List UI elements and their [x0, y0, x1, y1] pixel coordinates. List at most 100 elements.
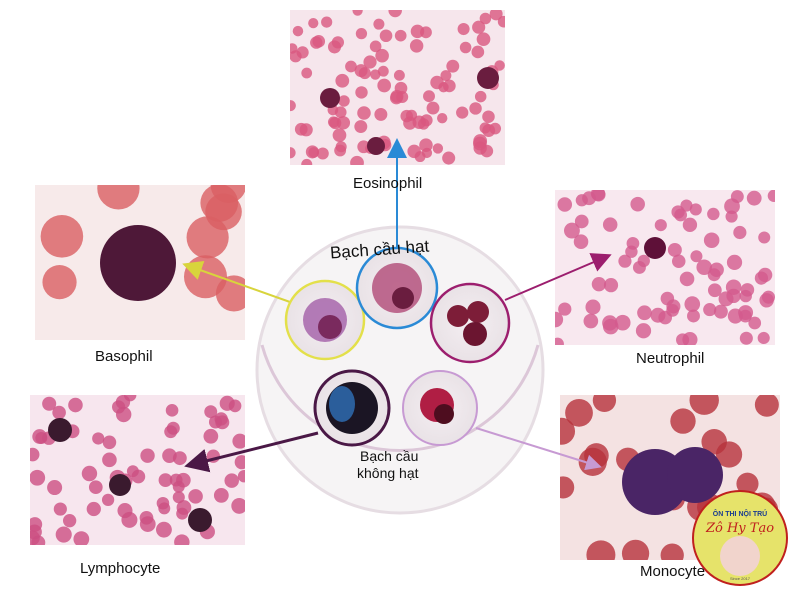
red-blood-cell	[696, 259, 712, 276]
red-blood-cell	[757, 331, 770, 345]
red-blood-cell	[726, 254, 743, 270]
agranular-arc	[260, 344, 540, 453]
red-blood-cell	[102, 435, 117, 450]
red-blood-cell	[292, 25, 304, 37]
red-blood-cell	[730, 190, 744, 204]
red-blood-cell	[689, 395, 719, 415]
red-blood-cell	[754, 395, 779, 417]
red-blood-cell	[635, 323, 652, 339]
red-blood-cell	[213, 488, 229, 503]
red-blood-cell	[736, 472, 759, 495]
svg-text:Zô Hy Tạo: Zô Hy Tạo	[705, 521, 774, 536]
red-blood-cell	[355, 28, 368, 40]
agranular-group-label-line1: Bạch cầu	[360, 448, 419, 464]
label-monocyte: Monocyte	[640, 563, 706, 580]
red-blood-cell	[442, 151, 456, 165]
red-blood-cell	[703, 232, 720, 249]
red-blood-cell	[713, 304, 728, 319]
red-blood-cell	[715, 441, 743, 468]
red-blood-cell	[482, 124, 496, 137]
red-blood-cell	[739, 331, 753, 345]
red-blood-cell	[155, 521, 172, 538]
red-blood-cell	[472, 20, 486, 34]
red-blood-cell	[761, 290, 775, 304]
red-blood-cell	[97, 185, 140, 210]
red-blood-cell	[305, 145, 319, 159]
red-blood-cell	[112, 400, 126, 414]
red-blood-cell	[637, 305, 652, 321]
red-blood-cell	[369, 40, 382, 53]
red-blood-cell	[350, 155, 364, 165]
micrograph-neutrophil	[555, 190, 775, 345]
red-blood-cell	[739, 289, 752, 303]
micrograph-lymphocyte	[30, 395, 245, 545]
red-blood-cell	[591, 277, 607, 292]
red-blood-cell	[746, 190, 762, 206]
red-blood-cell	[437, 113, 448, 124]
svg-text:ÔN THI NỘI TRÚ: ÔN THI NỘI TRÚ	[713, 509, 767, 518]
arrow-monocyte	[475, 427, 602, 471]
red-blood-cell	[377, 65, 389, 77]
red-blood-cell	[101, 493, 115, 506]
label-eosinophil: Eosinophil	[353, 175, 423, 192]
arrow-basophil	[182, 260, 291, 303]
red-blood-cell	[373, 18, 385, 30]
red-blood-cell	[748, 316, 762, 330]
red-blood-cell	[679, 271, 695, 287]
red-blood-cell	[234, 455, 245, 470]
red-blood-cell	[352, 10, 363, 16]
red-blood-cell	[494, 60, 505, 71]
red-blood-cell	[156, 496, 170, 510]
red-blood-cell	[574, 214, 589, 229]
red-blood-cell	[355, 86, 368, 99]
red-blood-cell	[459, 41, 472, 54]
red-blood-cell	[40, 215, 84, 258]
red-blood-cell	[670, 408, 696, 434]
red-blood-cell	[585, 299, 601, 315]
red-blood-cell	[671, 254, 686, 269]
red-blood-cell	[336, 116, 351, 130]
red-blood-cell	[555, 337, 564, 345]
red-blood-cell	[676, 333, 690, 345]
red-blood-cell	[603, 278, 619, 293]
red-blood-cell	[176, 500, 192, 515]
label-neutrophil: Neutrophil	[636, 350, 705, 367]
red-blood-cell	[440, 70, 452, 81]
red-blood-cell	[725, 210, 738, 223]
red-blood-cell	[231, 497, 245, 514]
red-blood-cell	[47, 479, 63, 496]
red-blood-cell	[414, 151, 426, 163]
red-blood-cell	[126, 465, 139, 478]
red-blood-cell	[560, 417, 576, 445]
red-blood-cell	[335, 73, 350, 88]
label-lymphocyte: Lymphocyte	[80, 560, 161, 577]
red-blood-cell	[625, 245, 638, 258]
red-blood-cell	[482, 110, 495, 123]
red-blood-cell	[358, 67, 371, 80]
red-blood-cell	[583, 313, 599, 329]
red-blood-cell	[327, 116, 340, 128]
red-blood-cell	[174, 534, 190, 545]
red-blood-cell	[92, 432, 105, 445]
red-blood-cell	[357, 106, 371, 120]
red-blood-cell	[555, 311, 564, 328]
red-blood-cell	[375, 48, 389, 63]
red-blood-cell	[81, 465, 98, 482]
red-blood-cell	[682, 217, 698, 233]
red-blood-cell	[446, 59, 460, 73]
red-blood-cell	[690, 250, 703, 263]
red-blood-cell	[102, 452, 117, 468]
red-blood-cell	[52, 405, 66, 420]
red-blood-cell	[338, 95, 350, 107]
red-blood-cell	[55, 526, 72, 543]
red-blood-cell	[224, 473, 239, 488]
red-blood-cell	[727, 308, 743, 324]
red-blood-cell	[393, 69, 405, 81]
red-blood-cell	[684, 296, 701, 312]
red-blood-cell	[457, 23, 470, 36]
red-blood-cell	[53, 502, 67, 516]
red-blood-cell	[204, 405, 218, 419]
red-blood-cell	[476, 32, 491, 47]
red-blood-cell	[602, 217, 618, 232]
